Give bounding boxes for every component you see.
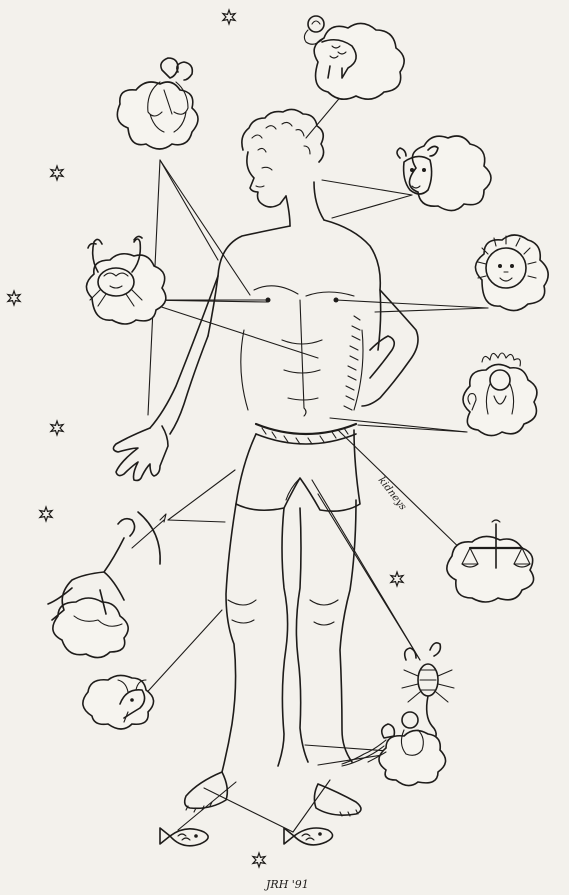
taurus-icon — [397, 136, 491, 211]
aries-icon — [304, 16, 404, 99]
star-icon — [51, 166, 63, 180]
virgo-icon — [463, 353, 537, 436]
star-icon — [40, 507, 52, 521]
sagittarius-icon — [48, 512, 166, 658]
libra-icon — [447, 520, 534, 602]
leo-icon — [475, 235, 548, 311]
pisces-icon — [160, 828, 333, 846]
star-icon — [253, 853, 265, 867]
left-foot — [185, 772, 228, 808]
star-icon — [223, 10, 235, 24]
cancer-icon — [86, 236, 165, 324]
star-icon — [8, 291, 20, 305]
star-icon — [391, 572, 403, 586]
gemini-icon — [117, 58, 198, 149]
star-icon — [51, 421, 63, 435]
hand — [113, 426, 168, 481]
capricorn-icon — [83, 675, 154, 729]
artist-signature: JRH '91 — [264, 878, 309, 891]
face — [247, 152, 286, 207]
right-foot — [314, 784, 361, 815]
